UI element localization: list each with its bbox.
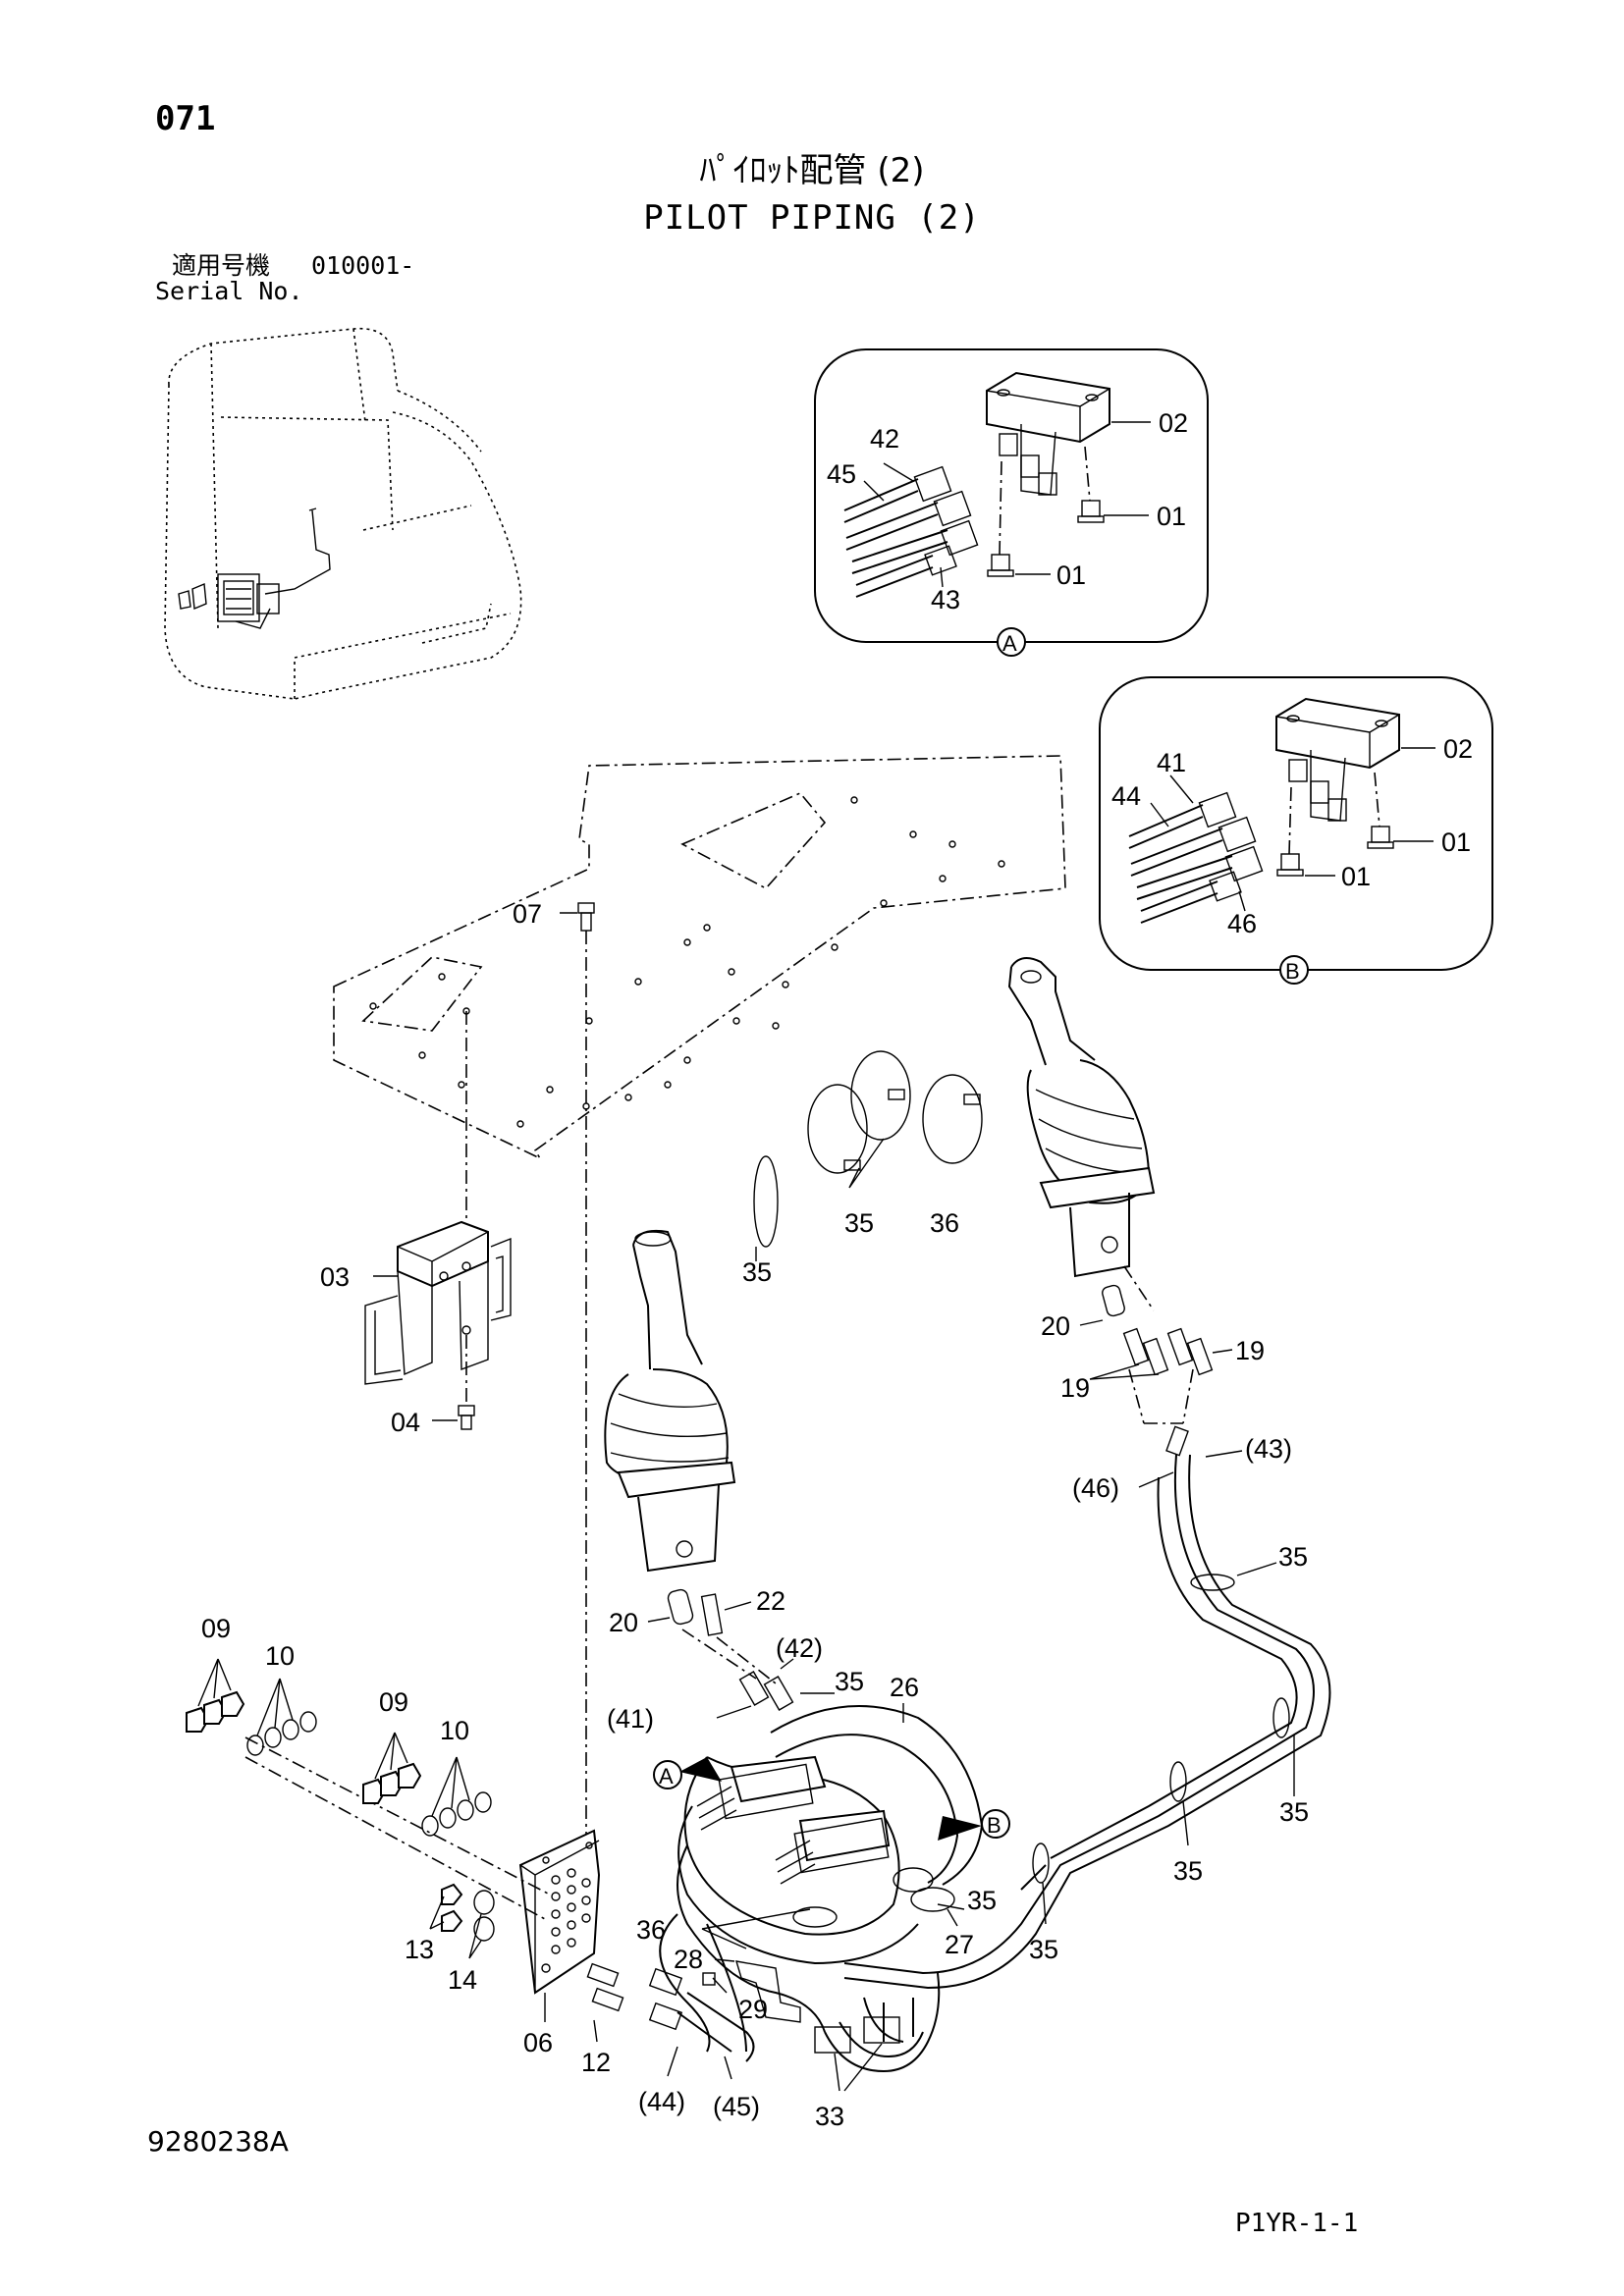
callout-28: 28 — [674, 1945, 703, 1974]
callout-41: 41 — [1157, 748, 1186, 777]
callout-13: 13 — [405, 1935, 434, 1964]
callout-35-clamp-a: 35 — [844, 1208, 874, 1238]
callout-35-hose-lower: 35 — [1029, 1935, 1058, 1964]
callout-10-right: 10 — [440, 1716, 469, 1745]
detail-a-callout-label: A — [659, 1764, 674, 1789]
callout-26: 26 — [890, 1673, 919, 1702]
left-joystick-fittings: 20 22 (41) (42) 35 — [607, 1586, 864, 1734]
callout-35-clamp-b: 35 — [742, 1257, 772, 1287]
serial-label-japanese: 適用号機 — [172, 251, 271, 280]
callout-27: 27 — [945, 1930, 974, 1959]
detail-b-box: 02 01 01 41 44 46 B — [1099, 676, 1493, 985]
callout-p42: (42) — [776, 1633, 823, 1663]
callout-14: 14 — [448, 1965, 477, 1995]
callout-35-near-42: 35 — [835, 1667, 864, 1696]
detail-b-marker — [1279, 955, 1309, 985]
callout-46: 46 — [1227, 909, 1257, 938]
callout-10-left: 10 — [265, 1641, 295, 1671]
callout-20-left: 20 — [609, 1608, 638, 1637]
callout-19-left: 19 — [1060, 1373, 1090, 1403]
callout-44: 44 — [1111, 781, 1141, 811]
callout-01-detail-b-lower: 01 — [1341, 862, 1371, 891]
serial-label-english: Serial No. — [155, 277, 303, 305]
callout-p41: (41) — [607, 1704, 654, 1734]
page-number: 071 — [155, 99, 216, 138]
detail-a-callout-marker — [653, 1760, 682, 1789]
callout-33: 33 — [815, 2102, 844, 2131]
bulkhead-plate-06: 06 12 — [244, 1736, 624, 2077]
callout-12: 12 — [581, 2048, 611, 2077]
serial-number-value: 010001- — [311, 251, 415, 280]
callout-35-hose-mid: 35 — [1173, 1856, 1203, 1886]
right-joystick-fittings: 20 19 19 (43) (46) — [1041, 1265, 1292, 1503]
callout-01-detail-a-lower: 01 — [1056, 561, 1086, 590]
callout-19-right: 19 — [1235, 1336, 1265, 1365]
detail-b-callout-label: B — [987, 1813, 1001, 1838]
bolt-07: 07 — [513, 899, 595, 1944]
callout-43: 43 — [931, 585, 960, 614]
callout-01-detail-a-upper: 01 — [1157, 502, 1186, 531]
drawing-number: 9280238A — [147, 2125, 289, 2158]
callout-09-left: 09 — [201, 1614, 231, 1643]
detail-b-callout-marker — [981, 1809, 1010, 1839]
callout-p46: (46) — [1072, 1473, 1119, 1503]
reference-code: P1YR-1-1 — [1235, 2209, 1359, 2238]
title-japanese: ﾊﾟｲﾛｯﾄ配管 (2) — [699, 151, 925, 190]
left-joystick — [604, 1229, 736, 1573]
detail-a-box: 02 01 01 42 45 43 A — [814, 348, 1209, 657]
title-english: PILOT PIPING (2) — [643, 198, 981, 238]
callout-35-hose-right: 35 — [1279, 1797, 1309, 1827]
callout-p44: (44) — [638, 2087, 685, 2116]
callout-01-detail-b-upper: 01 — [1441, 828, 1471, 857]
callout-35-near-27: 35 — [967, 1886, 997, 1915]
callout-07: 07 — [513, 899, 542, 929]
callout-45: 45 — [827, 459, 856, 489]
detail-b-label: B — [1285, 959, 1300, 984]
callout-36-clamp: 36 — [930, 1208, 959, 1238]
callout-06: 06 — [523, 2028, 553, 2057]
callout-04: 04 — [391, 1408, 420, 1437]
callout-p45: (45) — [713, 2092, 760, 2121]
callout-29: 29 — [738, 1995, 768, 2024]
callout-35-hose-upper: 35 — [1278, 1542, 1308, 1572]
hose-routing: 35 35 35 35 26 A B — [636, 1454, 1331, 2131]
callout-02-detail-a: 02 — [1159, 408, 1188, 438]
callout-09-right: 09 — [379, 1687, 408, 1717]
detail-a-marker — [997, 627, 1026, 657]
right-joystick — [1007, 957, 1156, 1278]
clamp-group-top: 35 36 35 — [742, 1050, 983, 1287]
bracket-03: 03 04 — [320, 1011, 512, 1437]
detail-a-label: A — [1002, 631, 1017, 656]
callout-22: 22 — [756, 1586, 785, 1616]
nut-washer-group: 09 10 09 10 13 14 — [186, 1614, 495, 1995]
callout-p43: (43) — [1245, 1434, 1292, 1464]
floor-plate — [333, 755, 1066, 1160]
callout-42: 42 — [870, 424, 899, 454]
cab-overview-illustration — [164, 327, 522, 700]
callout-20-right: 20 — [1041, 1311, 1070, 1341]
callout-03: 03 — [320, 1262, 350, 1292]
callout-36-lower: 36 — [636, 1915, 666, 1945]
callout-02-detail-b: 02 — [1443, 734, 1473, 764]
